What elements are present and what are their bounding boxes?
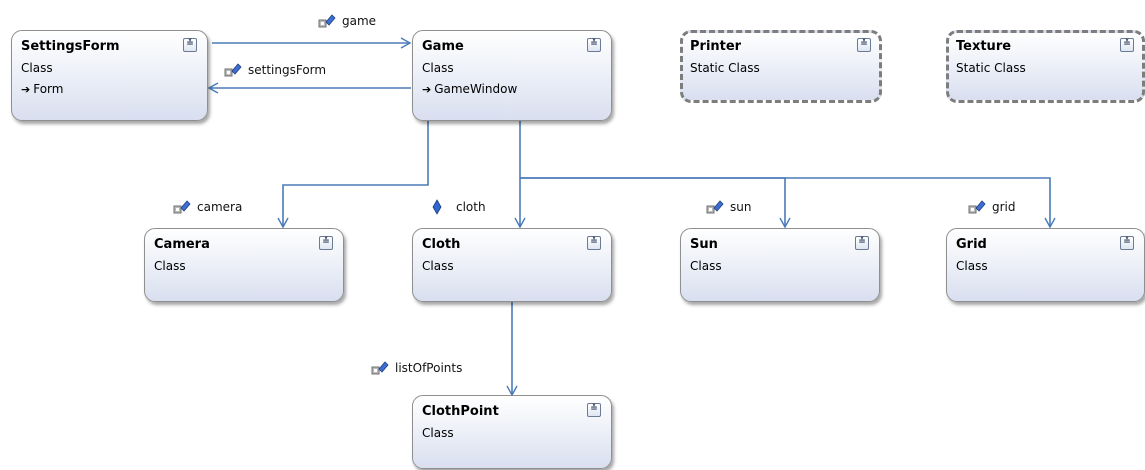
chevron-double-down-icon[interactable]: ≚ [1120, 38, 1134, 52]
class-name: SettingsForm [21, 39, 120, 54]
inherits-arrow-icon: ➔ [422, 83, 432, 96]
class-printer[interactable]: Printer ≚ Static Class [680, 30, 882, 103]
association-name: settingsForm [248, 63, 327, 77]
association-name: listOfPoints [395, 361, 463, 375]
class-name: Sun [690, 237, 718, 252]
association-label-grid[interactable]: grid [968, 199, 1016, 215]
class-sun[interactable]: Sun ≚ Class [680, 228, 880, 302]
class-kind: Class [154, 259, 186, 273]
class-kind: Class [422, 61, 454, 75]
chevron-double-down-icon[interactable]: ≚ [587, 403, 601, 417]
association-name: cloth [456, 200, 486, 214]
property-icon [371, 361, 389, 375]
class-name: Texture [956, 39, 1012, 54]
property-icon [706, 200, 724, 214]
chevron-double-down-icon[interactable]: ≚ [587, 236, 601, 250]
class-kind: Static Class [956, 61, 1026, 75]
association-label-game[interactable]: game [318, 13, 376, 29]
class-name: Cloth [422, 237, 461, 252]
association-name: grid [992, 200, 1016, 214]
class-settingsform[interactable]: SettingsForm ≚ Class ➔Form [11, 30, 208, 121]
class-name: Printer [690, 39, 742, 54]
class-cloth[interactable]: Cloth ≚ Class [412, 228, 612, 302]
chevron-double-down-icon[interactable]: ≚ [587, 38, 601, 52]
association-label-list-of-points[interactable]: listOfPoints [371, 360, 462, 376]
association-name: game [342, 14, 377, 28]
class-kind: Class [956, 259, 988, 273]
class-kind: Class [690, 259, 722, 273]
base-class: ➔Form [21, 82, 63, 96]
chevron-double-down-icon[interactable]: ≚ [1120, 236, 1134, 250]
association-label-sun[interactable]: sun [706, 199, 751, 215]
connector-grid [520, 177, 1056, 229]
base-class-name: Form [33, 82, 64, 96]
class-texture[interactable]: Texture ≚ Static Class [946, 30, 1145, 103]
association-name: camera [197, 200, 243, 214]
class-kind: Class [422, 426, 454, 440]
association-label-camera[interactable]: camera [173, 199, 242, 215]
association-label-settings-form[interactable]: settingsForm [224, 62, 326, 78]
property-icon [968, 200, 986, 214]
connector-camera [277, 118, 429, 229]
class-kind: Class [422, 259, 454, 273]
class-kind: Class [21, 61, 53, 75]
association-name: sun [730, 200, 752, 214]
class-name: Game [422, 39, 464, 54]
class-kind: Static Class [690, 61, 760, 75]
class-grid[interactable]: Grid ≚ Class [946, 228, 1145, 302]
association-label-cloth[interactable]: cloth [432, 199, 486, 215]
class-clothpoint[interactable]: ClothPoint ≚ Class [412, 395, 612, 469]
class-name: Grid [956, 237, 987, 252]
chevron-double-down-icon[interactable]: ≚ [857, 38, 871, 52]
base-class-name: GameWindow [434, 82, 518, 96]
field-icon [432, 199, 442, 215]
inherits-arrow-icon: ➔ [21, 83, 31, 96]
property-icon [224, 63, 242, 77]
chevron-double-down-icon[interactable]: ≚ [855, 236, 869, 250]
chevron-double-down-icon[interactable]: ≚ [319, 236, 333, 250]
class-name: Camera [154, 237, 210, 252]
class-camera[interactable]: Camera ≚ Class [144, 228, 344, 302]
chevron-double-down-icon[interactable]: ≚ [183, 38, 197, 52]
class-name: ClothPoint [422, 404, 499, 419]
property-icon [173, 200, 191, 214]
base-class: ➔GameWindow [422, 82, 517, 96]
property-icon [318, 14, 336, 28]
class-game[interactable]: Game ≚ Class ➔GameWindow [412, 30, 612, 121]
